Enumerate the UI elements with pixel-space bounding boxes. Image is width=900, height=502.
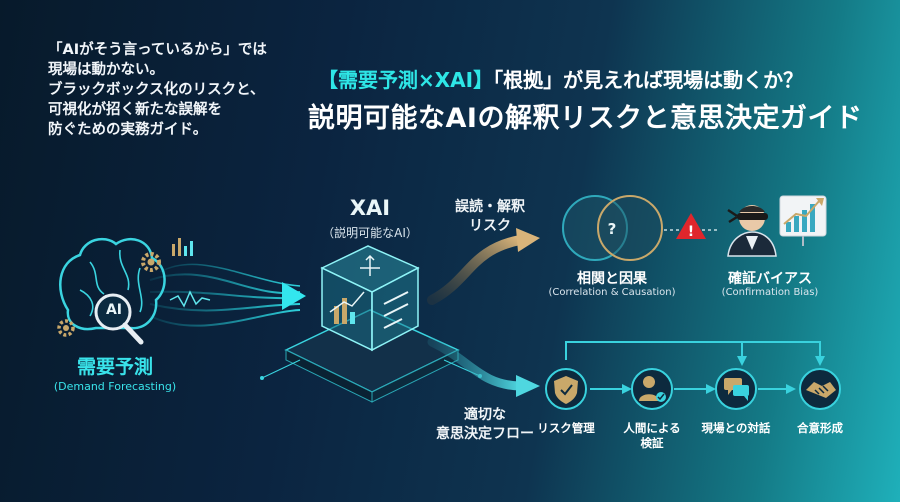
rising-chart-icon — [779, 195, 827, 246]
risk-management-shield-icon — [545, 368, 587, 410]
demand-forecasting-title: 需要予測 — [76, 356, 153, 378]
interpretation-risk-label: 誤読・解釈 リスク — [435, 198, 545, 236]
ai-icon-label: AI — [105, 302, 123, 318]
blindfolded-person-icon — [727, 205, 777, 257]
step-label-consensus: 合意形成 — [780, 421, 860, 436]
intro-line-5: 防ぐための実務ガイド。 — [48, 122, 208, 138]
title-rest: 「根拠」が見えれば現場は動くか？ — [493, 68, 804, 92]
interpretation-risk-line-1: 誤読・解釈 — [455, 199, 525, 215]
handshake-icon — [799, 368, 841, 410]
correlation-causation-title: 相関と因果 — [577, 271, 647, 287]
data-flow-lines — [149, 238, 306, 327]
venn-diagram-icon — [562, 195, 663, 261]
correlation-causation-subtitle: (Correlation & Causation) — [548, 287, 676, 298]
step-4-line-1: 合意形成 — [797, 421, 843, 435]
intro-line-2: 現場は動かない。 — [48, 62, 164, 78]
intro-line-4: 可視化が招く新たな誤解を — [48, 102, 222, 118]
magnifier-icon — [94, 293, 144, 345]
step-1-line-1: リスク管理 — [537, 421, 595, 435]
title-line-1: 【需要予測×XAI】「根拠」が見えれば現場は動くか？ — [318, 64, 803, 93]
warning-icon — [664, 213, 718, 239]
decision-arrow — [427, 337, 540, 397]
title-highlight: 【需要予測×XAI】 — [318, 68, 494, 92]
dialogue-bubble-icon — [715, 368, 757, 410]
intro-line-3: ブラックボックス化のリスクと、 — [48, 82, 265, 98]
xai-cube-icon — [320, 245, 420, 352]
decision-flow-label: 適切な 意思決定フロー — [420, 406, 550, 444]
step-2-line-1: 人間による — [623, 421, 681, 435]
demand-forecasting-subtitle: (Demand Forecasting) — [53, 380, 177, 393]
intro-line-1: 「AIがそう言っているから」では — [48, 42, 267, 58]
xai-subtitle: （説明可能なAI） — [322, 226, 418, 240]
step-label-dialogue: 現場との対話 — [691, 421, 781, 436]
warning-symbol: ! — [688, 224, 694, 240]
step-label-risk-management: リスク管理 — [526, 421, 606, 436]
decision-flow-line-2: 意思決定フロー — [436, 426, 534, 442]
xai-title: XAI — [349, 196, 391, 220]
confirmation-bias-title: 確証バイアス — [728, 271, 812, 287]
step-label-human-verification: 人間による 検証 — [612, 421, 692, 451]
venn-question-mark: ? — [608, 220, 617, 238]
flow-connectors — [565, 341, 825, 394]
risk-arrow — [427, 228, 540, 305]
confirmation-bias-subtitle: (Confirmation Bias) — [721, 287, 819, 298]
interpretation-risk-line-2: リスク — [469, 218, 511, 234]
human-verification-icon — [631, 368, 673, 410]
page-title: 説明可能なAIの解釈リスクと意思決定ガイド — [308, 103, 863, 134]
step-3-line-1: 現場との対話 — [701, 421, 771, 435]
step-2-line-2: 検証 — [640, 436, 664, 450]
intro-text: 「AIがそう言っているから」では 現場は動かない。 ブラックボックス化のリスクと… — [48, 40, 308, 140]
decision-flow-line-1: 適切な — [464, 407, 506, 423]
gear-icon — [57, 252, 161, 337]
